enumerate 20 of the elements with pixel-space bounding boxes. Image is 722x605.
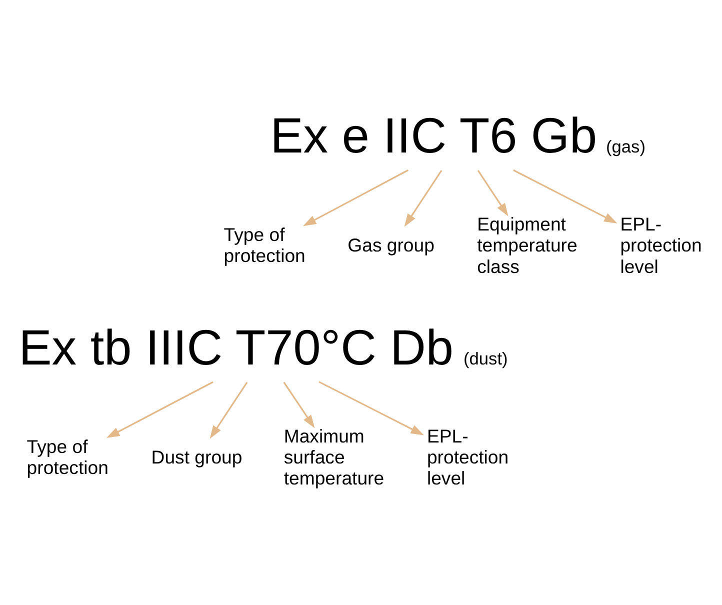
arrow: [513, 169, 618, 224]
node-text: Equipment temperature class: [477, 214, 578, 277]
arrow: [477, 170, 508, 216]
arrow: [210, 382, 248, 439]
arrow: [106, 381, 214, 438]
node-text: Ex tb IIIC T70°C Db: [18, 319, 454, 376]
node-text: Type of protection: [224, 224, 306, 266]
node-label: (dust): [464, 348, 508, 368]
arrow: [302, 169, 409, 226]
arrow: [404, 170, 442, 227]
node-text: Gas group: [348, 234, 434, 256]
arrow: [283, 382, 315, 428]
node-text: EPL-protection level: [620, 214, 702, 277]
node-label: (gas): [606, 136, 646, 157]
node-text: EPL-protection level: [426, 425, 509, 489]
node-text: Ex e IIC T6 Gb: [270, 108, 598, 164]
node-text: Maximum surface temperature: [284, 425, 384, 489]
arrow: [318, 381, 424, 436]
node-text: Dust group: [151, 446, 242, 468]
node-text: Type of protection: [26, 436, 108, 478]
